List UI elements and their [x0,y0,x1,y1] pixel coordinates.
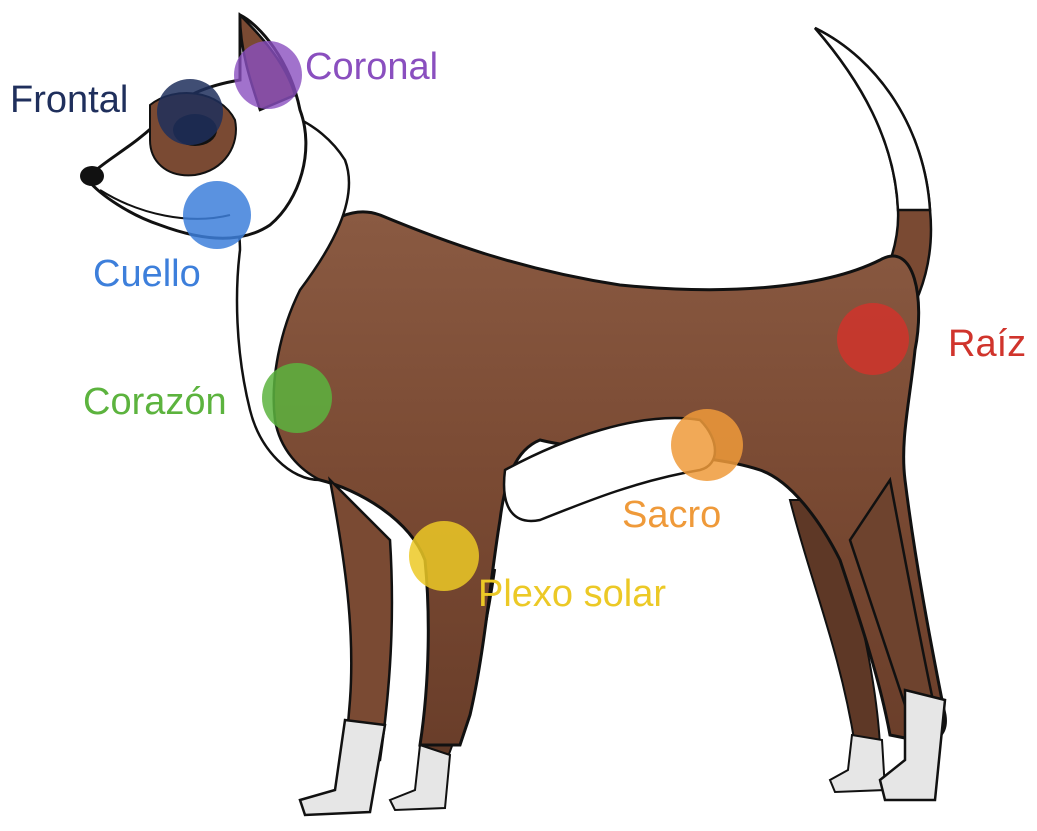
chakra-dot-plexo-solar [409,521,479,591]
label-cuello: Cuello [93,253,201,295]
chakra-dot-corazon [262,363,332,433]
front-leg [300,480,392,815]
chakra-dot-cuello [183,181,251,249]
label-coronal: Coronal [305,46,438,88]
label-frontal: Frontal [10,79,128,121]
label-raiz: Raíz [948,323,1026,365]
label-sacro: Sacro [622,494,721,536]
chakra-dot-sacro [671,409,743,481]
chakra-dot-coronal [234,41,302,109]
label-corazon: Corazón [83,381,227,423]
label-plexo-solar: Plexo solar [478,573,666,615]
chakra-dot-raiz [837,303,909,375]
chakra-dot-frontal [157,79,223,145]
